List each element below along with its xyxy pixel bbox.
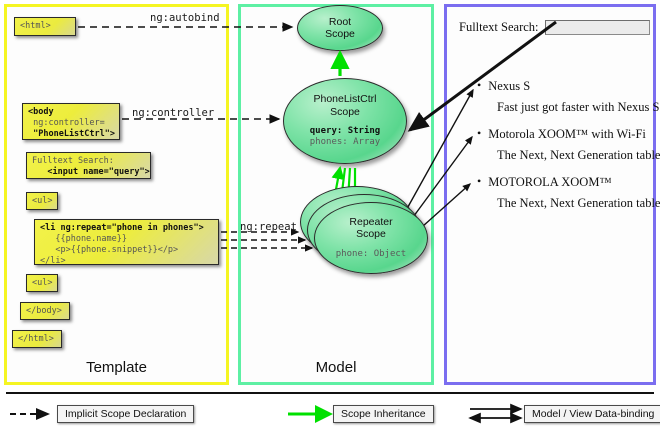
phone-name-row: • Motorola XOOM™ with Wi-Fi (477, 127, 657, 142)
connector-label-ng-repeat: ng:repeat (240, 221, 297, 233)
phone-list: • Nexus S Fast just got faster with Nexu… (477, 79, 660, 223)
code-text: <html> (20, 21, 51, 32)
scope-properties: phone: Object (336, 249, 406, 260)
legend-label: Implicit Scope Declaration (57, 405, 195, 423)
code-text: Fulltext Search: (32, 156, 114, 166)
legend: Implicit Scope Declaration Scope Inherit… (0, 398, 660, 435)
template-box-ul-close: <ul> (26, 274, 58, 292)
code-text: {{phone.name}} (40, 233, 127, 244)
bullet-icon: • (477, 174, 482, 188)
legend-item-implicit-scope-declaration: Implicit Scope Declaration (57, 405, 195, 423)
legend-item-scope-inheritance: Scope Inheritance (333, 405, 434, 423)
template-box-body-open: <body ng:controller= "PhoneListCtrl"> (22, 103, 120, 140)
phone-name-row: • Nexus S (477, 79, 657, 94)
scope-prop-phone: phone: Object (335, 248, 407, 259)
legend-label: Scope Inheritance (333, 405, 434, 423)
code-text: <p>{{phone.snippet}}</p> (40, 244, 179, 255)
template-box-html-open: <html> (14, 17, 76, 36)
code-text: </body> (26, 305, 62, 316)
phone-name: Nexus S (488, 79, 531, 93)
template-box-ul-open: <ul> (26, 192, 58, 210)
view-render-area: Fulltext Search: • Nexus S Fast just got… (447, 7, 660, 382)
bullet-icon: • (477, 78, 482, 92)
scope-root: Root Scope (297, 5, 383, 51)
column-view: Fulltext Search: • Nexus S Fast just got… (444, 4, 660, 385)
scope-title-line2: Scope (356, 228, 386, 241)
list-item: • Nexus S Fast just got faster with Nexu… (477, 79, 660, 115)
phone-name: MOTOROLA XOOM™ (488, 175, 612, 189)
template-box-fulltext-search: Fulltext Search: <input name="query"> (26, 152, 151, 179)
phone-snippet: The Next, Next Generation tablet. (497, 148, 660, 162)
code-text: <ul> (32, 195, 53, 206)
scope-repeater: Repeater Scope phone: Object (314, 202, 428, 274)
code-text: "PhoneListCtrl"> (28, 128, 115, 139)
code-text: </html> (18, 333, 54, 344)
phone-name-row: • MOTOROLA XOOM™ (477, 175, 657, 190)
view-search-row: Fulltext Search: (459, 20, 650, 35)
template-box-body-close: </body> (20, 302, 70, 320)
code-text: <ul> (32, 277, 53, 288)
scope-prop-query: query: String (309, 126, 381, 137)
legend-divider (6, 392, 654, 394)
connector-label-ng-controller: ng:controller (132, 107, 215, 119)
scope-title: PhoneListCtrl Scope (313, 93, 376, 118)
fulltext-search-input[interactable] (544, 20, 650, 35)
scope-title: Repeater Scope (349, 216, 392, 241)
code-text: <input name="query"> (32, 166, 150, 177)
code-text: <body (28, 107, 54, 117)
code-text: <li ng:repeat="phone in phones"> (40, 223, 204, 233)
phone-snippet: Fast just got faster with Nexus S. (497, 100, 660, 114)
legend-label: Model / View Data-binding (524, 405, 660, 423)
column-label-template: Template (86, 359, 147, 376)
list-item: • Motorola XOOM™ with Wi-Fi The Next, Ne… (477, 127, 660, 163)
view-search-label: Fulltext Search: (459, 20, 539, 34)
scope-title-line2: Scope (325, 28, 355, 40)
scope-title: Root Scope (325, 16, 355, 41)
bullet-icon: • (477, 126, 482, 140)
code-text: ng:controller= (28, 117, 105, 128)
template-box-li-repeat: <li ng:repeat="phone in phones"> {{phone… (34, 219, 219, 266)
legend-item-model-view-data-binding: Model / View Data-binding (524, 405, 660, 423)
template-box-html-close: </html> (12, 330, 62, 348)
phone-name: Motorola XOOM™ with Wi-Fi (488, 127, 646, 141)
connector-label-ng-autobind: ng:autobind (150, 12, 220, 24)
code-text: </li> (40, 255, 66, 266)
column-label-model: Model (315, 359, 357, 376)
scope-title-line1: PhoneListCtrl (313, 93, 377, 106)
phone-snippet: The Next, Next Generation tablet. (497, 196, 660, 210)
scope-phonelistctrl: PhoneListCtrl Scope query: String phones… (283, 78, 407, 164)
list-item: • MOTOROLA XOOM™ The Next, Next Generati… (477, 175, 660, 211)
scope-title-line1: Repeater (349, 216, 393, 228)
scope-title-line1: Root (328, 15, 352, 28)
scope-prop-phones: phones: Array (309, 137, 381, 148)
scope-properties: query: String phones: Array (310, 126, 380, 149)
scope-title-line2: Scope (330, 105, 360, 118)
